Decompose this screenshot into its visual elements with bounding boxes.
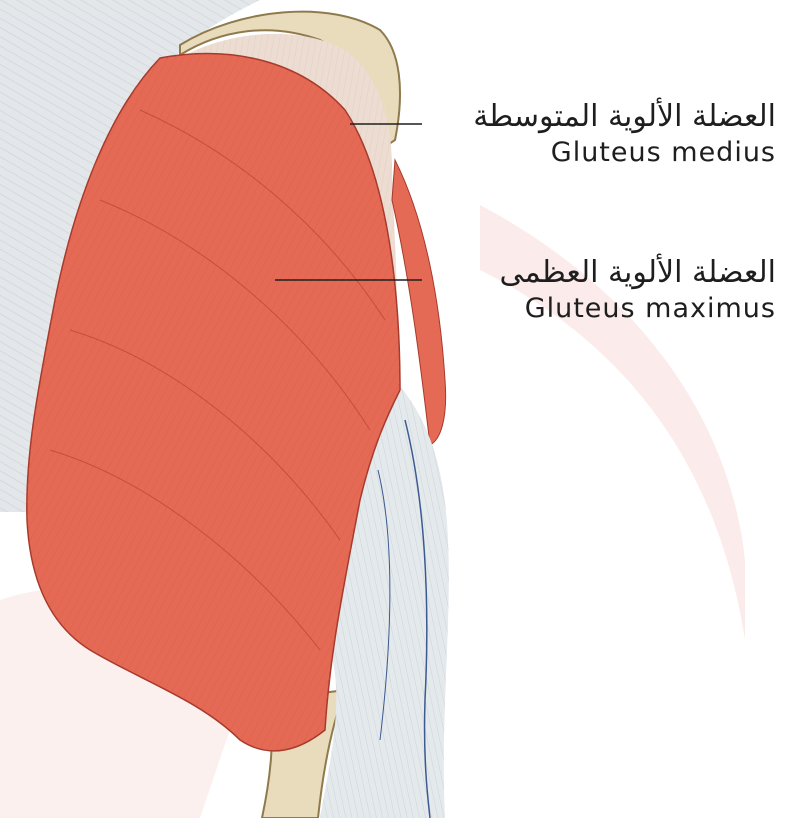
label-gluteus-maximus-arabic: العضلة الألوية العظمى	[400, 254, 776, 292]
label-gluteus-medius-arabic: العضلة الألوية المتوسطة	[400, 98, 776, 136]
label-gluteus-maximus-english: Gluteus maximus	[400, 292, 776, 326]
label-gluteus-maximus: العضلة الألوية العظمى Gluteus maximus	[400, 254, 776, 326]
label-gluteus-medius-english: Gluteus medius	[400, 136, 776, 170]
label-gluteus-medius: العضلة الألوية المتوسطة Gluteus medius	[400, 98, 776, 170]
